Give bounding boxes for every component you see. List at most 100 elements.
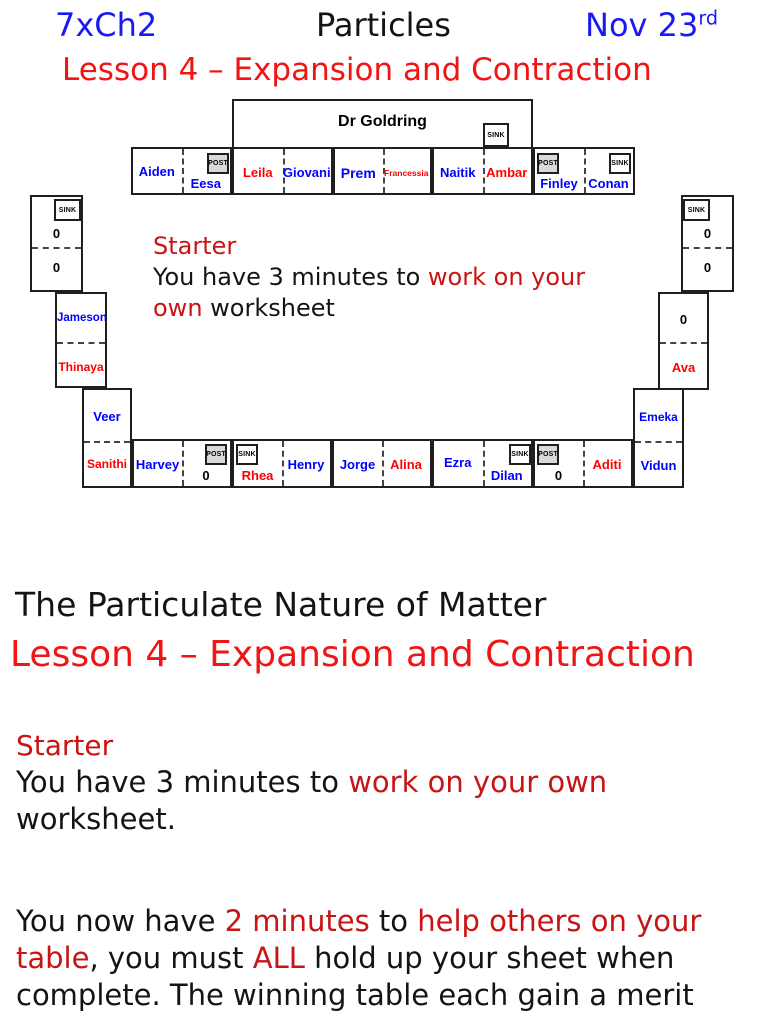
desk-block-bottom-1: Harvey POST 0: [132, 439, 232, 488]
seat-veer: Veer: [93, 409, 121, 424]
desk-block-top-2: Leila Giovani: [232, 147, 333, 195]
seat-aditi: Aditi: [592, 457, 622, 472]
doc-task-text: You now have 2 minutes to help others on…: [16, 903, 701, 1014]
task-text-black: complete. The winning table each gain a …: [16, 978, 694, 1012]
seat-empty: 0: [703, 260, 712, 275]
desk-block-bottom-5: POST 0 Aditi: [533, 439, 633, 488]
seat-aiden: Aiden: [138, 164, 175, 179]
desk-block-top-3: Prem Francessia: [333, 147, 432, 195]
post-label: POST: [537, 444, 559, 465]
seat-empty: 0: [554, 468, 563, 483]
seat-empty: 0: [52, 226, 61, 241]
seat-jameson: Jameson: [57, 312, 107, 324]
desk-block-top-4: Naitik Ambar: [432, 147, 533, 195]
seat-sanithi: Sanithi: [86, 457, 127, 471]
desk-block-right-2: 0 Ava: [658, 292, 709, 390]
task-text-red: 2 minutes: [224, 904, 370, 938]
task-text-red: ALL: [252, 941, 305, 975]
starter-text-black: You have 3 minutes to: [153, 263, 428, 291]
seat-emeka: Emeka: [639, 410, 678, 424]
seat-naitik: Naitik: [440, 165, 476, 180]
desk-divider: [282, 149, 285, 193]
seat-vidun: Vidun: [640, 458, 677, 473]
page-title: Particles: [316, 6, 451, 44]
sink-label: SINK: [54, 199, 81, 221]
starter-text-red: own: [153, 294, 203, 322]
lesson-subtitle: Lesson 4 – Expansion and Contraction: [62, 52, 652, 88]
doc-heading: The Particulate Nature of Matter: [15, 585, 547, 624]
desk-divider: [32, 247, 81, 249]
desk-divider: [482, 149, 485, 193]
task-line3: complete. The winning table each gain a …: [16, 977, 701, 1014]
desk-block-bottom-3: Jorge Alina: [332, 439, 432, 488]
sink-label: SINK: [236, 444, 258, 465]
seat-dilan: Dilan: [490, 468, 523, 483]
task-text-black: hold up your sheet when: [304, 941, 675, 975]
task-line1: You now have 2 minutes to help others on…: [16, 903, 701, 940]
starter-line2: worksheet.: [16, 801, 607, 838]
seat-finley: Finley: [540, 176, 578, 191]
starter-text-red: work on your: [427, 263, 586, 291]
sink-label: SINK: [509, 444, 531, 465]
seat-ezra: Ezra: [444, 455, 472, 470]
task-text-black: , you must: [89, 941, 253, 975]
seat-ava: Ava: [671, 360, 696, 375]
seat-rhea: Rhea: [241, 468, 274, 483]
date-text: Nov 23: [585, 6, 699, 44]
desk-divider: [584, 149, 586, 193]
seat-empty: 0: [52, 260, 61, 275]
desk-divider: [583, 441, 585, 486]
post-label: POST: [205, 444, 227, 465]
desk-divider: [84, 441, 130, 443]
seat-jorge: Jorge: [339, 457, 376, 472]
chart-starter-line2: own worksheet: [153, 293, 585, 324]
seat-alina: Alina: [390, 457, 422, 472]
seat-empty: 0: [679, 312, 688, 327]
starter-text-red: work on your own: [348, 765, 608, 799]
seat-thinaya: Thinaya: [58, 360, 104, 374]
desk-block-top-5: POST Finley SINK Conan: [533, 147, 635, 195]
course-code: 7xCh2: [55, 6, 158, 44]
post-label: POST: [537, 153, 559, 174]
sink-label: SINK: [683, 199, 710, 221]
task-line2: table, you must ALL hold up your sheet w…: [16, 940, 701, 977]
desk-block-right-3: Emeka Vidun: [633, 388, 684, 488]
desk-divider: [660, 342, 707, 344]
doc-lesson-heading: Lesson 4 – Expansion and Contraction: [10, 634, 695, 675]
starter-text-black: worksheet: [202, 294, 335, 322]
sink-label: SINK: [609, 153, 631, 174]
chart-starter-line1: You have 3 minutes to work on your: [153, 262, 585, 293]
post-label: POST: [207, 153, 229, 174]
seat-conan: Conan: [588, 176, 629, 191]
desk-divider: [482, 441, 485, 486]
desk-divider: [382, 441, 384, 486]
desk-block-left-2: Jameson Thinaya: [55, 292, 107, 388]
seat-leila: Leila: [242, 165, 273, 180]
seat-empty: 0: [703, 226, 712, 241]
desk-divider: [181, 149, 184, 193]
seat-prem: Prem: [340, 165, 376, 181]
chart-starter-note: Starter You have 3 minutes to work on yo…: [153, 231, 585, 324]
starter-line1: You have 3 minutes to work on your own: [16, 764, 607, 801]
desk-block-left-1: SINK 0 0: [30, 195, 83, 292]
desk-block-left-3: Veer Sanithi: [82, 388, 132, 488]
desk-block-top-1: Aiden Eesa POST: [131, 147, 232, 195]
desk-block-bottom-4: Ezra SINK Dilan: [432, 439, 533, 488]
desk-divider: [683, 247, 732, 249]
doc-starter-text: You have 3 minutes to work on your own w…: [16, 764, 607, 838]
seat-francessia: Francessia: [384, 168, 429, 178]
date-suffix: rd: [698, 6, 719, 30]
task-text-red: help others on your: [417, 904, 702, 938]
chart-starter-heading: Starter: [153, 232, 237, 260]
sink-label: SINK: [483, 123, 509, 147]
seat-empty: 0: [202, 468, 210, 483]
desk-divider: [57, 342, 105, 344]
desk-divider: [635, 441, 682, 443]
task-text-red: table: [16, 941, 90, 975]
seat-giovani: Giovani: [282, 165, 331, 180]
seat-eesa: Eesa: [190, 176, 221, 191]
teacher-name: Dr Goldring: [338, 113, 427, 130]
desk-block-right-1: SINK 0 0: [681, 195, 734, 292]
task-text-black: You now have: [16, 904, 225, 938]
seat-henry: Henry: [287, 457, 325, 472]
